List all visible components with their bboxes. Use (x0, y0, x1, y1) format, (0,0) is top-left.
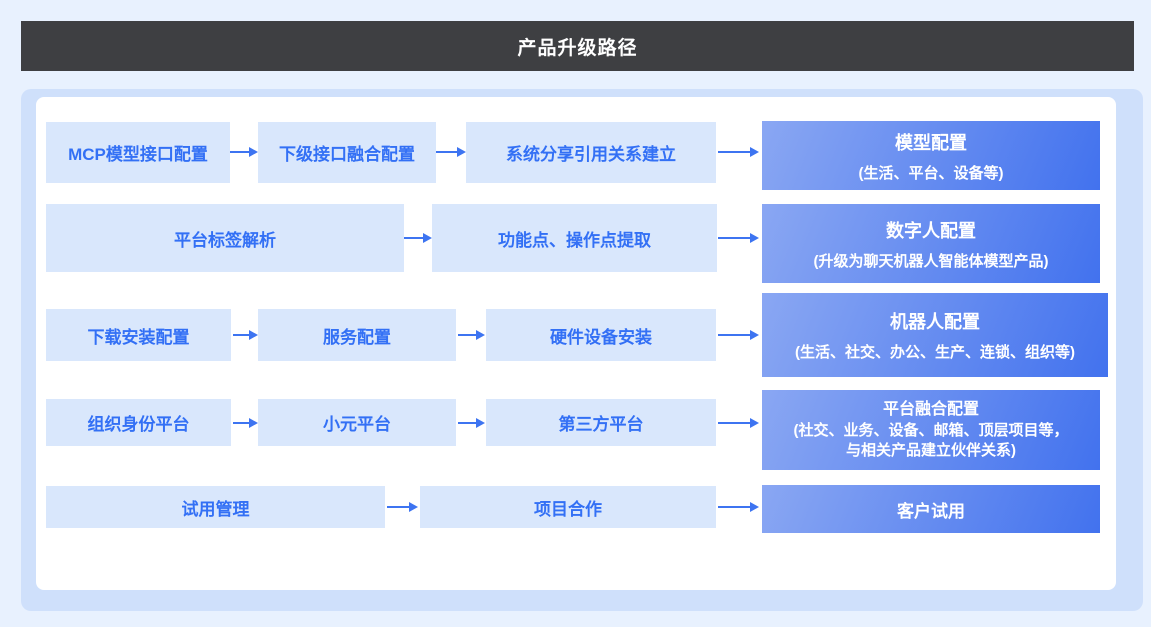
result-title: 机器人配置 (890, 312, 980, 332)
arrow-right-icon (718, 502, 759, 512)
arrow-right-icon (233, 330, 258, 340)
step-box: 项目合作 (420, 486, 716, 528)
step-box: 下载安装配置 (46, 309, 231, 361)
result-subtitle: (社交、业务、设备、邮箱、顶层项目等， (793, 421, 1069, 439)
arrow-right-icon (718, 147, 759, 157)
result-subtitle: (升级为聊天机器人智能体模型产品) (813, 252, 1049, 270)
step-box: 系统分享引用关系建立 (466, 122, 716, 183)
arrow-right-icon (458, 418, 485, 428)
header-bar: 产品升级路径 (21, 21, 1134, 71)
result-box: 客户试用 (762, 485, 1100, 533)
result-title: 平台融合配置 (882, 400, 979, 418)
arrow-right-icon (230, 147, 258, 157)
page-title: 产品升级路径 (517, 37, 638, 59)
result-box: 模型配置 (生活、平台、设备等) (762, 121, 1100, 190)
arrow-right-icon (436, 147, 466, 157)
arrow-right-icon (404, 233, 432, 243)
arrow-right-icon (718, 330, 759, 340)
arrow-right-icon (458, 330, 485, 340)
step-box: 第三方平台 (486, 399, 716, 446)
step-box: 试用管理 (46, 486, 385, 528)
step-box: MCP模型接口配置 (46, 122, 230, 183)
result-box: 机器人配置 (生活、社交、办公、生产、连锁、组织等) (762, 293, 1108, 377)
result-subtitle: (生活、平台、设备等) (858, 164, 1004, 182)
step-box: 硬件设备安装 (486, 309, 716, 361)
arrow-right-icon (387, 502, 418, 512)
result-box: 数字人配置 (升级为聊天机器人智能体模型产品) (762, 204, 1100, 283)
result-subtitle: (生活、社交、办公、生产、连锁、组织等) (795, 344, 1075, 361)
step-box: 平台标签解析 (46, 204, 404, 272)
step-box: 下级接口融合配置 (258, 122, 436, 183)
result-box: 平台融合配置 (社交、业务、设备、邮箱、顶层项目等， 与相关产品建立伙伴关系) (762, 390, 1100, 470)
step-box: 功能点、操作点提取 (432, 204, 717, 272)
arrow-right-icon (718, 418, 759, 428)
step-box: 服务配置 (258, 309, 456, 361)
result-title: 客户试用 (897, 501, 965, 521)
arrow-right-icon (718, 233, 759, 243)
result-title: 模型配置 (895, 132, 967, 153)
result-title: 数字人配置 (886, 220, 976, 241)
result-subtitle: 与相关产品建立伙伴关系) (846, 441, 1016, 459)
step-box: 组织身份平台 (46, 399, 231, 446)
step-box: 小元平台 (258, 399, 456, 446)
arrow-right-icon (233, 418, 258, 428)
